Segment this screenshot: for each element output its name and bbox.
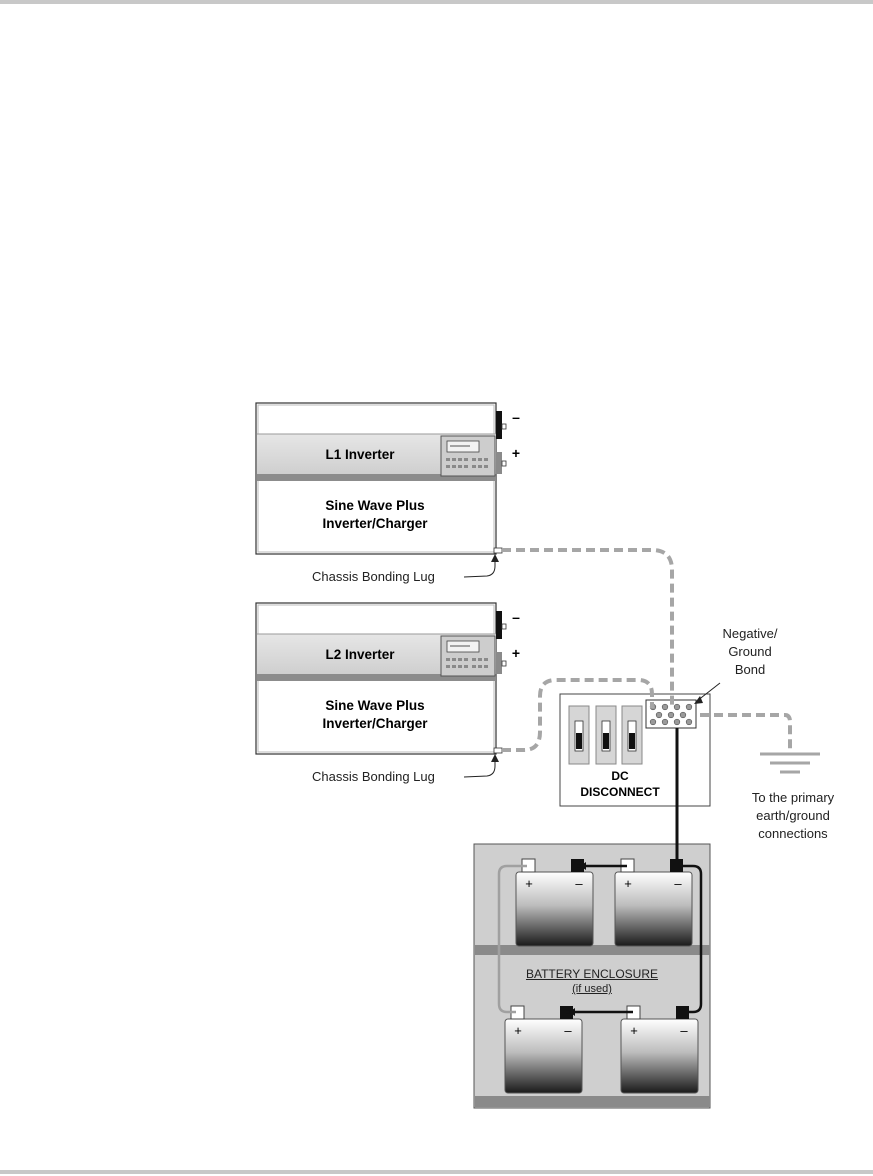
ground-wire-l1 [502, 548, 674, 706]
battery-enclosure [473, 843, 711, 1109]
battery-bottom-left [504, 1005, 583, 1094]
chassis-lug-l1-arrow [463, 557, 496, 578]
ground-bond-label-line3: Bond [734, 662, 766, 677]
pos-wire-left [497, 864, 527, 1014]
breaker-1 [568, 705, 590, 765]
ground-wire-earth [700, 713, 792, 752]
inverter-l2-stripe [257, 674, 496, 681]
ground-bond-label-line2: Ground [728, 644, 772, 659]
battery-wiring [497, 728, 703, 1014]
earth-label-line3: connections [758, 826, 828, 841]
chassis-lug-l2 [493, 747, 503, 754]
battery-top-right-pos: + [624, 876, 632, 891]
battery-bottom-left-neg: – [564, 1023, 572, 1038]
dc-disconnect-label-line2: DISCONNECT [580, 785, 660, 799]
chassis-lug-l2-label: Chassis Bonding Lug [312, 769, 435, 784]
inverter-l2-control-panel [440, 635, 496, 677]
dc-disconnect-label-line1: DC [611, 769, 629, 783]
inverter-l2-pos-symbol: + [511, 645, 521, 661]
enclosure-shelf-bottom [475, 1096, 710, 1107]
battery-top-left [515, 858, 594, 947]
inverter-l1-pos-terminal [496, 452, 502, 474]
inverter-l1-model-line2: Inverter/Charger [322, 516, 428, 531]
inverter-l2-model-line2: Inverter/Charger [322, 716, 428, 731]
inverter-l1 [255, 402, 507, 555]
chassis-lug-l2-arrow [463, 757, 496, 778]
top-rule [0, 0, 873, 4]
chassis-lug-l1 [493, 547, 503, 554]
inverter-l1-model-line1: Sine Wave Plus [325, 498, 425, 513]
ground-bond-label-line1: Negative/ [722, 626, 778, 641]
breaker-3 [621, 705, 643, 765]
breaker-2 [595, 705, 617, 765]
battery-top-left-neg: – [575, 876, 583, 891]
inverter-l2 [255, 602, 507, 755]
neg-wire-right [683, 864, 703, 1014]
inverter-l1-pos-symbol: + [511, 445, 521, 461]
inverter-l2-model-line1: Sine Wave Plus [325, 698, 425, 713]
inverter-l2-pos-terminal [496, 652, 502, 674]
battery-bottom-right-neg: – [680, 1023, 688, 1038]
battery-bottom-right [620, 1005, 699, 1094]
inverter-l1-name: L1 Inverter [325, 447, 395, 462]
inverter-l1-neg-symbol: – [512, 409, 520, 425]
battery-top-right [614, 858, 693, 947]
ground-wire-l2 [502, 678, 654, 752]
earth-label-line2: earth/ground [756, 808, 830, 823]
inverter-l2-neg-terminal [496, 611, 502, 639]
bottom-rule [0, 1170, 873, 1174]
inverter-l1-control-panel [440, 435, 496, 477]
inverter-l1-stripe [257, 474, 496, 481]
enclosure-shelf-middle [475, 945, 710, 955]
inverter-l2-name: L2 Inverter [325, 647, 395, 662]
ground-wires [502, 548, 792, 752]
battery-enclosure-label-line1: BATTERY ENCLOSURE [525, 967, 659, 981]
dc-disconnect [559, 693, 711, 807]
battery-top-left-pos: + [525, 876, 533, 891]
chassis-lug-l1-label: Chassis Bonding Lug [312, 569, 435, 584]
battery-bottom-right-pos: + [630, 1023, 638, 1038]
battery-enclosure-label-line2: (if used) [572, 983, 612, 995]
battery-top-right-neg: – [674, 876, 682, 891]
earth-label-line1: To the primary [751, 790, 835, 805]
inverter-l2-neg-symbol: – [512, 609, 520, 625]
inverter-l1-neg-terminal [496, 411, 502, 439]
earth-ground-icon [760, 752, 820, 774]
battery-bottom-left-pos: + [514, 1023, 522, 1038]
